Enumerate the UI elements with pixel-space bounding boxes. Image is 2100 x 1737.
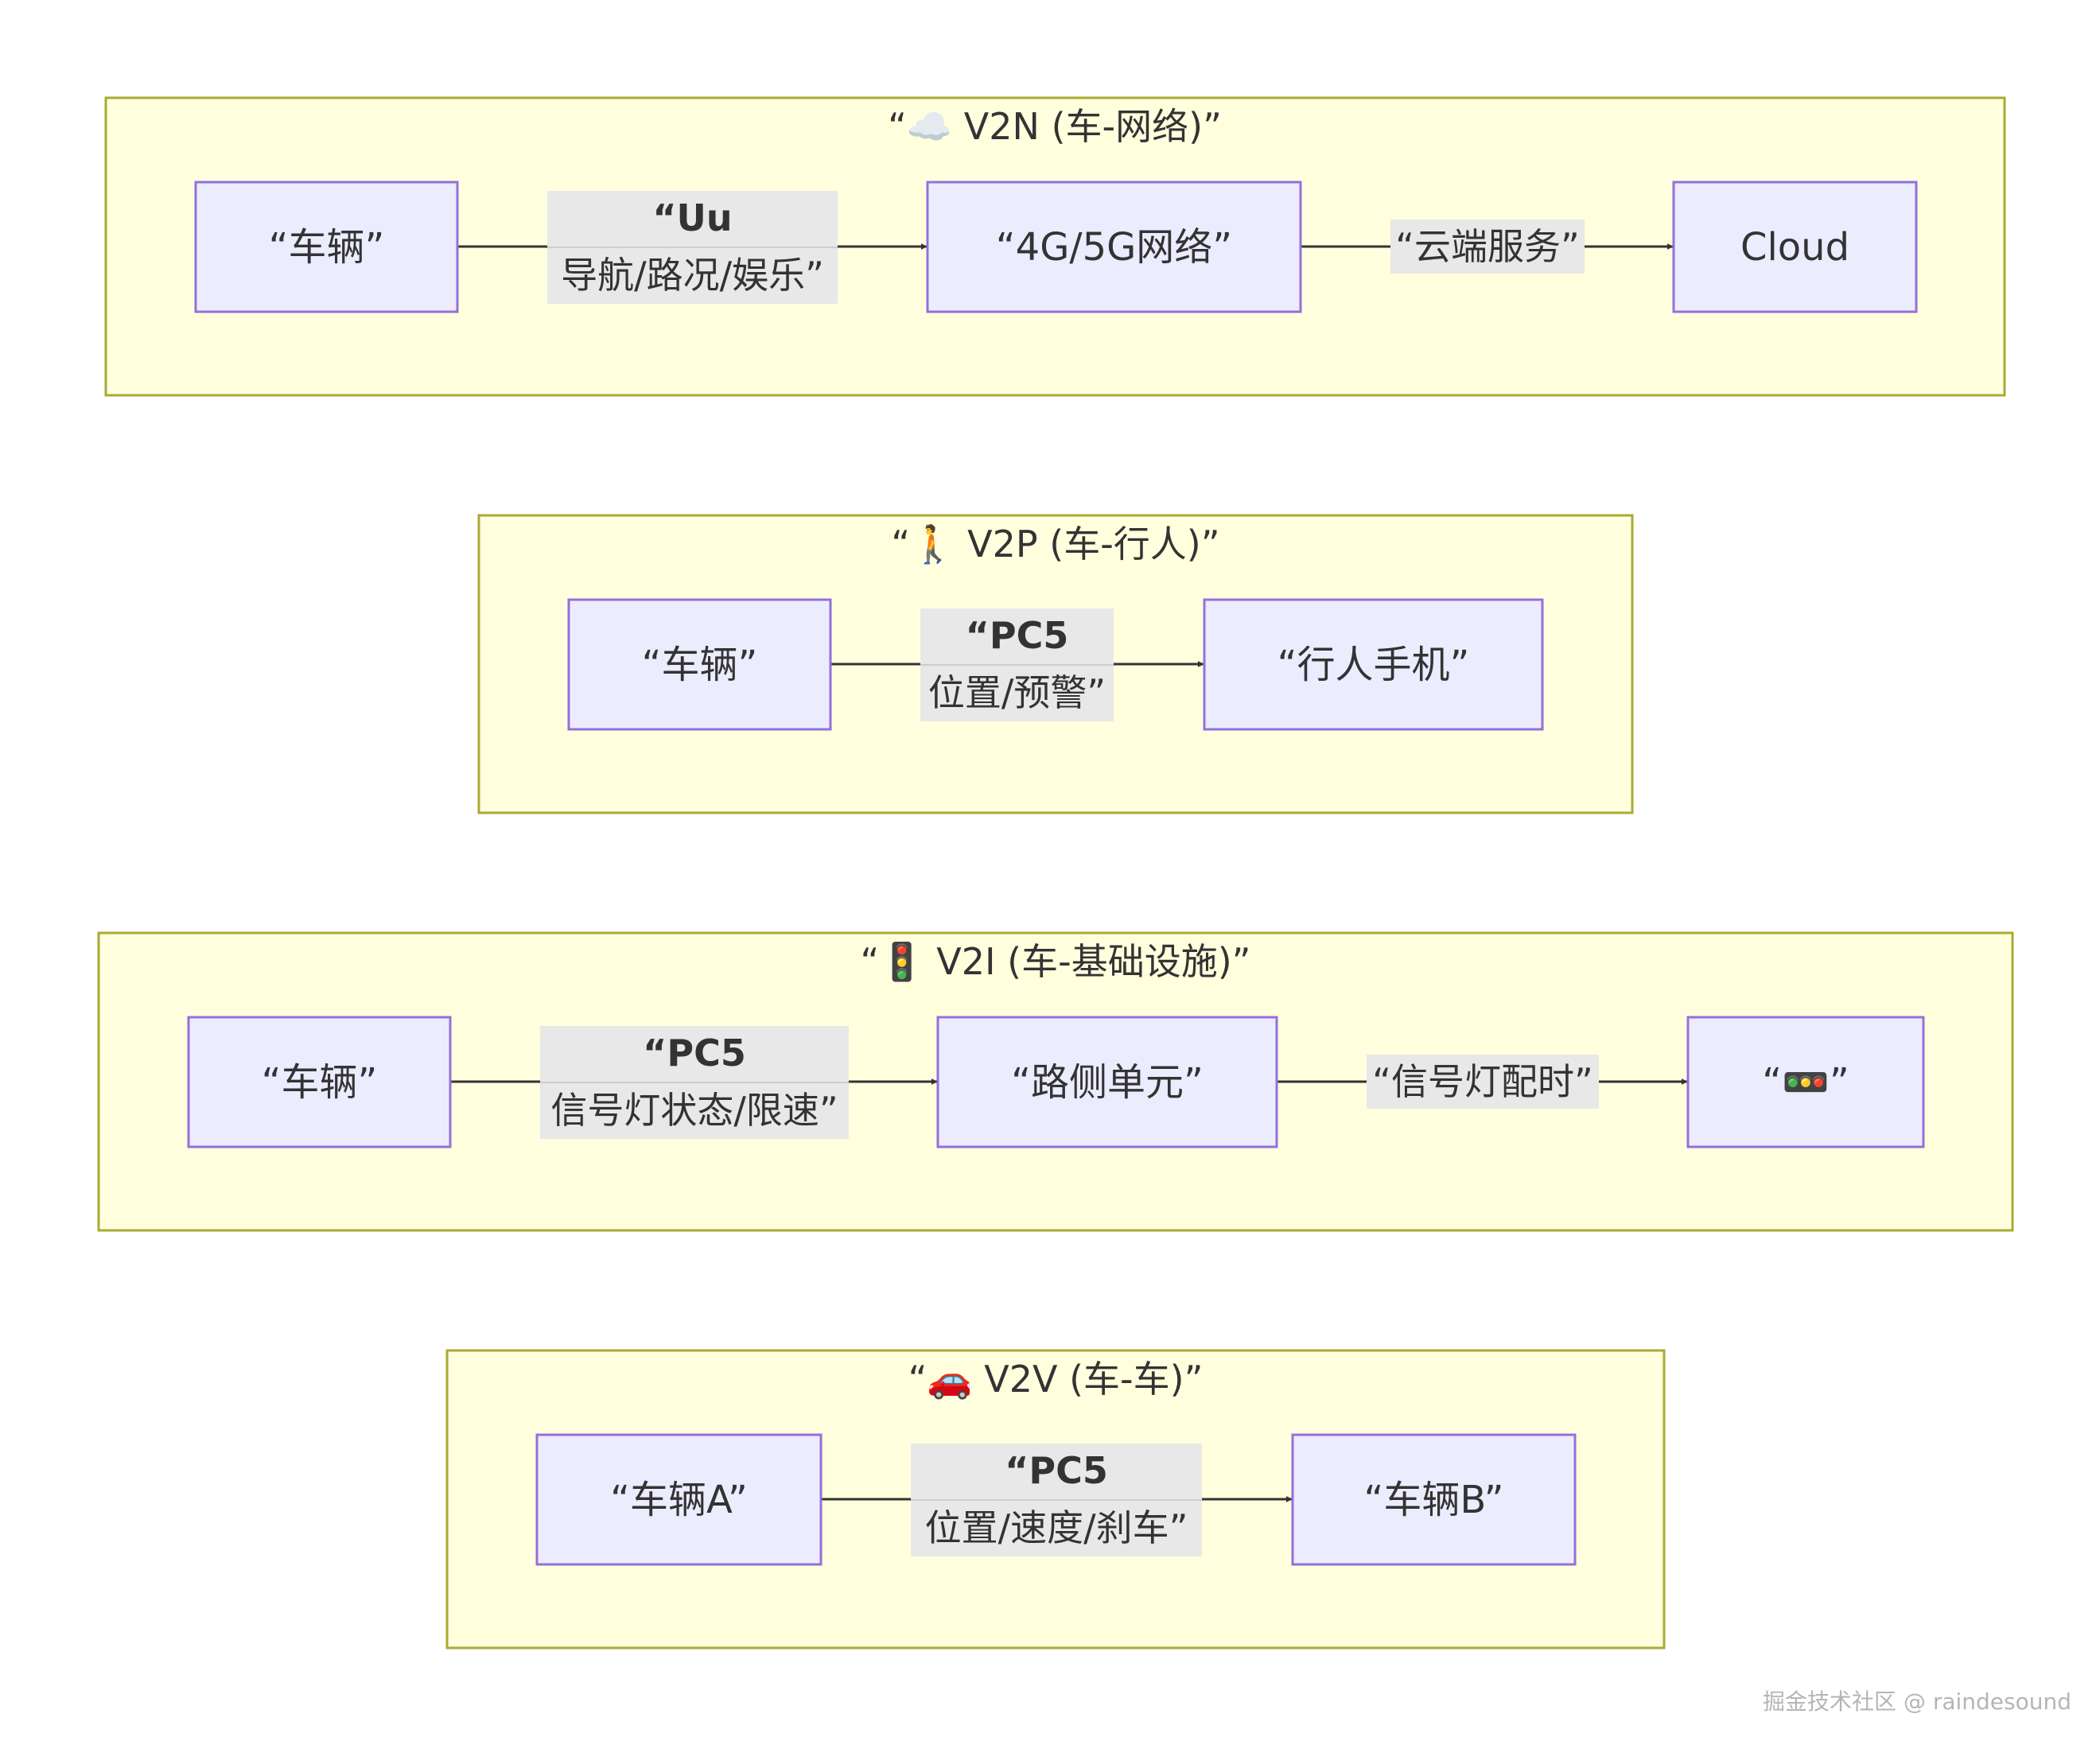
edge-label-v2i-signal-timing: “信号灯配时” xyxy=(1367,1055,1599,1109)
node-v2n-vehicle[interactable]: “车辆” xyxy=(194,181,459,313)
cluster-v2v: “🚗 V2V (车-车)” “车辆A” “PC5 位置/速度/刹车” “车辆B” xyxy=(445,1349,1666,1650)
edge-label-v2i-pc5-line2: 信号灯状态/限速” xyxy=(550,1089,838,1132)
node-v2i-rsu[interactable]: “路侧单元” xyxy=(936,1016,1278,1148)
node-v2v-vehicle-b-box xyxy=(1291,1433,1577,1566)
node-v2n-cloud[interactable]: Cloud xyxy=(1672,181,1918,313)
cluster-v2i-title: “🚦 V2I (车-基础设施)” xyxy=(861,940,1251,983)
edge-label-v2i-signal-timing-text: “信号灯配时” xyxy=(1372,1060,1593,1103)
node-v2i-traffic-light-label: “🚥” xyxy=(1762,1060,1849,1105)
node-v2v-vehicle-a[interactable]: “车辆A” xyxy=(535,1433,822,1566)
edge-label-v2i-signal-timing-bg xyxy=(1367,1055,1599,1109)
edge-label-v2n-cloud-service: “云端服务” xyxy=(1390,220,1585,274)
edge-label-v2i-pc5-line1: “PC5 xyxy=(643,1032,746,1074)
node-v2v-vehicle-b[interactable]: “车辆B” xyxy=(1291,1433,1577,1566)
cluster-v2i: “🚦 V2I (车-基础设施)” “车辆” “PC5 信号灯状态/限速” “路侧… xyxy=(97,931,2014,1232)
node-v2i-rsu-box xyxy=(936,1016,1278,1148)
cluster-v2p-title: “🚶 V2P (车-行人)” xyxy=(891,523,1219,565)
node-v2n-vehicle-box xyxy=(194,181,459,313)
node-v2i-rsu-label: “路侧单元” xyxy=(1011,1060,1204,1105)
node-v2p-vehicle-label: “车辆” xyxy=(642,643,758,687)
edge-label-v2v-pc5-line1: “PC5 xyxy=(1005,1449,1108,1492)
edge-label-v2p-pc5-line1: “PC5 xyxy=(966,614,1069,657)
cluster-v2n: “☁️ V2N (车-网络)” “车辆” “Uu 导航/路况/娱乐” “4G/5… xyxy=(104,96,2006,397)
edge-label-v2p-pc5-line2: 位置/预警” xyxy=(928,671,1106,714)
node-v2n-vehicle-label: “车辆” xyxy=(269,225,385,270)
watermark-text: 掘金技术社区 @ raindesound xyxy=(1763,1688,2071,1715)
node-v2i-traffic-light-box xyxy=(1686,1016,1925,1148)
node-v2v-vehicle-b-label: “车辆B” xyxy=(1363,1478,1503,1522)
node-v2p-phone-label: “行人手机” xyxy=(1278,643,1470,687)
edge-label-v2n-uu-line2: 导航/路况/娱乐” xyxy=(561,254,824,297)
node-v2p-vehicle-box xyxy=(567,598,832,731)
edge-label-v2n-cloud-service-text: “云端服务” xyxy=(1395,225,1580,268)
node-v2n-network[interactable]: “4G/5G网络” xyxy=(926,181,1302,313)
edge-label-v2n-uu: “Uu 导航/路况/娱乐” xyxy=(547,191,838,304)
edge-label-v2v-pc5: “PC5 位置/速度/刹车” xyxy=(911,1444,1202,1556)
edge-label-v2n-uu-line1: “Uu xyxy=(652,196,732,239)
edge-label-v2v-pc5-line2: 位置/速度/刹车” xyxy=(925,1506,1188,1549)
node-v2i-vehicle-box xyxy=(187,1016,452,1148)
node-v2p-phone[interactable]: “行人手机” xyxy=(1203,598,1544,731)
edge-label-v2i-pc5: “PC5 信号灯状态/限速” xyxy=(540,1026,849,1139)
edge-label-v2n-cloud-service-bg xyxy=(1390,220,1585,274)
node-v2n-cloud-label: Cloud xyxy=(1740,225,1849,270)
node-v2n-cloud-box xyxy=(1672,181,1918,313)
node-v2i-vehicle[interactable]: “车辆” xyxy=(187,1016,452,1148)
cluster-v2n-title: “☁️ V2N (车-网络)” xyxy=(888,105,1222,148)
node-v2p-phone-box xyxy=(1203,598,1544,731)
node-v2n-network-box xyxy=(926,181,1302,313)
node-v2i-vehicle-label: “车辆” xyxy=(262,1060,378,1105)
node-v2n-network-label: “4G/5G网络” xyxy=(996,225,1232,270)
node-v2v-vehicle-a-box xyxy=(535,1433,822,1566)
node-v2v-vehicle-a-label: “车辆A” xyxy=(610,1478,748,1522)
node-v2p-vehicle[interactable]: “车辆” xyxy=(567,598,832,731)
node-v2i-traffic-light[interactable]: “🚥” xyxy=(1686,1016,1925,1148)
cluster-v2p: “🚶 V2P (车-行人)” “车辆” “PC5 位置/预警” “行人手机” xyxy=(477,514,1634,814)
edge-label-v2p-pc5: “PC5 位置/预警” xyxy=(920,608,1114,721)
cluster-v2v-title: “🚗 V2V (车-车)” xyxy=(908,1358,1204,1401)
